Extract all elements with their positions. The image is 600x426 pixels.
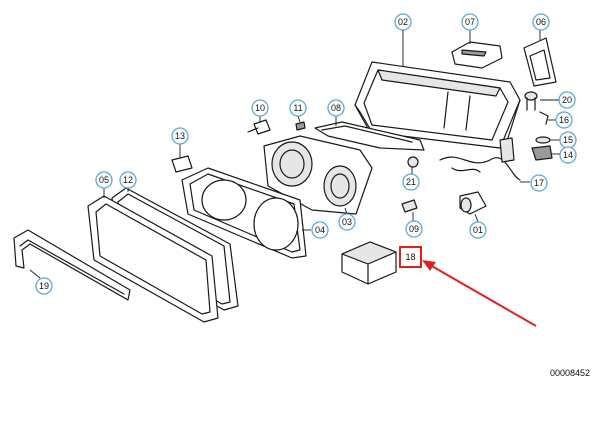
svg-text:06: 06 — [536, 17, 546, 27]
svg-text:03: 03 — [342, 217, 352, 227]
part-05-lens — [87, 188, 219, 323]
part-18-control-unit — [341, 241, 397, 285]
callout-14[interactable]: 14 — [559, 146, 577, 164]
callout-20[interactable]: 20 — [558, 91, 576, 109]
callout-08[interactable]: 08 — [327, 99, 345, 117]
callout-19[interactable]: 19 — [35, 277, 53, 295]
svg-text:04: 04 — [315, 225, 325, 235]
part-21-grommet — [407, 156, 419, 174]
svg-text:21: 21 — [406, 177, 416, 187]
callout-07[interactable]: 07 — [461, 13, 479, 31]
part-11-clip — [295, 115, 306, 131]
part-15-connector — [535, 136, 560, 144]
part-04-trim-frame — [181, 167, 311, 259]
part-06-bracket — [523, 30, 557, 87]
callout-02[interactable]: 02 — [394, 13, 412, 66]
part-19-seal-strip — [13, 229, 131, 301]
svg-text:18: 18 — [405, 252, 415, 262]
callout-21[interactable]: 21 — [402, 173, 420, 191]
svg-text:01: 01 — [473, 225, 483, 235]
part-09-bulb — [401, 199, 418, 221]
callout-03[interactable]: 03 — [338, 213, 356, 231]
callout-18-highlight[interactable]: 18 — [399, 246, 422, 268]
svg-text:15: 15 — [563, 135, 573, 145]
svg-text:12: 12 — [123, 175, 133, 185]
drawing-number: 00008452 — [549, 368, 590, 378]
svg-text:17: 17 — [534, 178, 544, 188]
part-02-housing — [354, 61, 521, 149]
part-14-bulb-holder — [531, 145, 560, 161]
part-20-bulb-socket — [524, 91, 560, 111]
part-17-wiring-harness — [439, 137, 530, 183]
red-arrow-pointer — [422, 260, 537, 327]
part-13-retainer — [171, 144, 193, 173]
callout-04[interactable]: 04 — [311, 221, 329, 239]
callout-17[interactable]: 17 — [530, 174, 548, 192]
svg-text:14: 14 — [563, 150, 573, 160]
callout-12[interactable]: 12 — [119, 171, 137, 189]
callout-05[interactable]: 05 — [95, 171, 113, 189]
part-01-adjuster-motor — [459, 191, 487, 223]
svg-text:16: 16 — [559, 115, 569, 125]
callout-15[interactable]: 15 — [559, 131, 577, 149]
callout-06[interactable]: 06 — [532, 13, 550, 31]
svg-text:13: 13 — [175, 131, 185, 141]
callout-10[interactable]: 10 — [251, 99, 269, 117]
svg-text:07: 07 — [465, 17, 475, 27]
svg-text:09: 09 — [409, 224, 419, 234]
svg-text:19: 19 — [39, 281, 49, 291]
svg-text:11: 11 — [293, 103, 302, 113]
callout-01[interactable]: 01 — [469, 221, 487, 239]
svg-text:20: 20 — [562, 95, 572, 105]
part-16-clip — [539, 111, 556, 125]
part-10-adjuster — [247, 116, 271, 135]
part-03-reflector — [263, 135, 373, 215]
callout-09[interactable]: 09 — [405, 220, 423, 238]
svg-text:05: 05 — [99, 175, 109, 185]
svg-text:10: 10 — [255, 103, 265, 113]
svg-text:02: 02 — [398, 17, 408, 27]
callout-16[interactable]: 16 — [555, 111, 573, 129]
part-07-cover — [451, 30, 503, 69]
callout-11[interactable]: 11 — [289, 99, 307, 117]
part-08-gasket — [314, 116, 425, 151]
svg-text:08: 08 — [331, 103, 341, 113]
callout-13[interactable]: 13 — [171, 127, 189, 145]
